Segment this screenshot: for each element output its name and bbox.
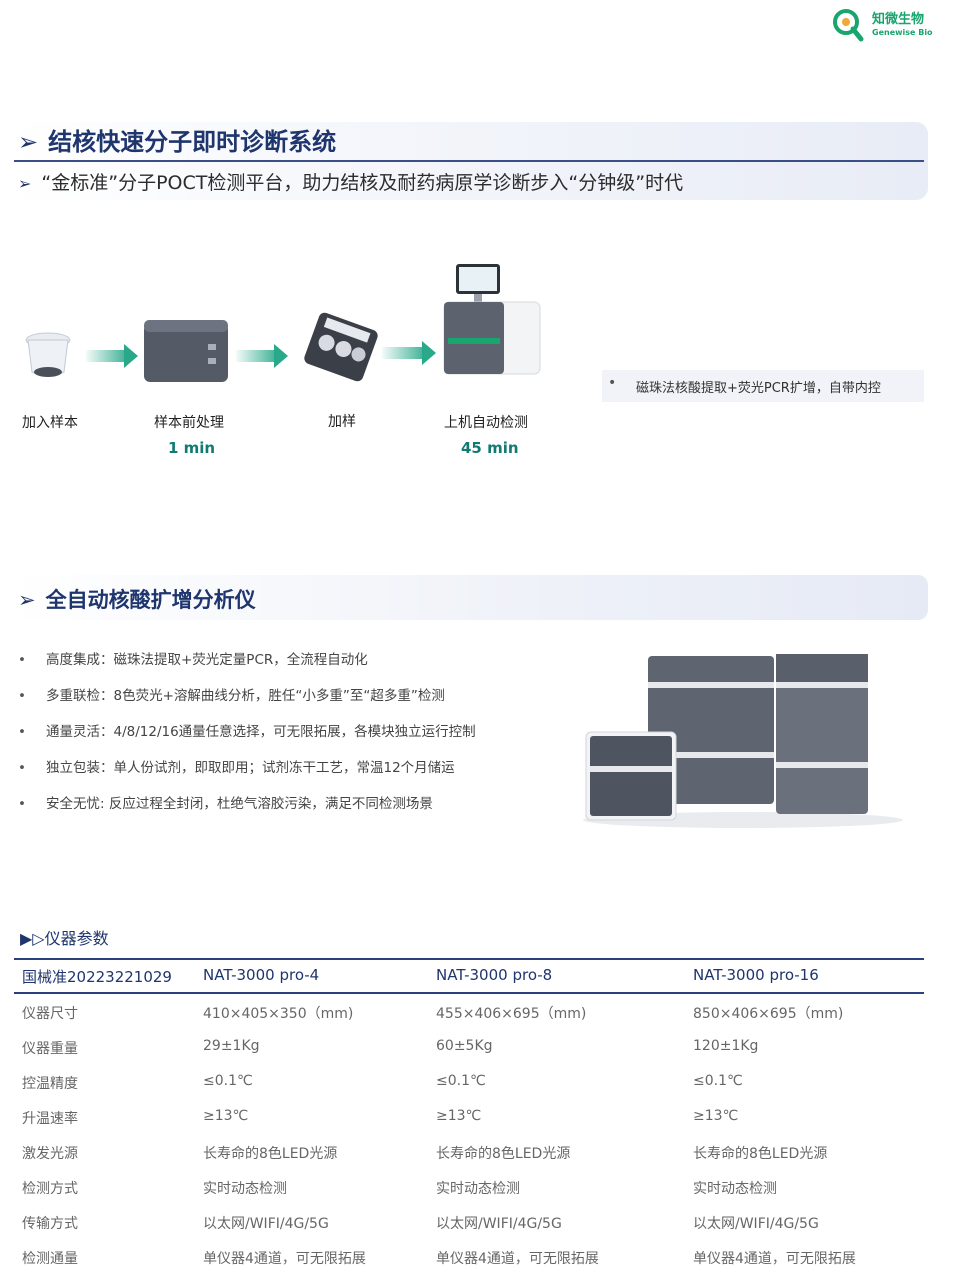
- logo-name-en: Genewise Bio: [872, 28, 933, 37]
- table-header-cell: NAT-3000 pro-8: [436, 966, 553, 984]
- flow-step-4-time: 45 min: [461, 439, 519, 457]
- table-header-rule: [14, 992, 924, 994]
- table-cell: ≤0.1℃: [203, 1073, 253, 1089]
- section1-title: ➢ 结核快速分子即时诊断系统: [18, 122, 336, 157]
- flow-step-2-time: 1 min: [168, 439, 216, 457]
- table-cell: ≥13℃: [693, 1108, 739, 1124]
- table-header-cell: NAT-3000 pro-4: [203, 966, 320, 984]
- table-cell: 60±5Kg: [436, 1038, 493, 1054]
- table-cell: 单仪器4通道，可无限拓展: [436, 1251, 599, 1267]
- table-cell: 850×406×695（mm): [693, 1006, 844, 1022]
- table-cell: 单仪器4通道，可无限拓展: [693, 1251, 856, 1267]
- flow-step-2-label: 样本前处理: [154, 415, 224, 431]
- bullet-dot-icon: •: [18, 760, 26, 776]
- table-row-label: 控温精度: [22, 1076, 78, 1092]
- arrow-bullet-icon: ➢: [18, 588, 36, 612]
- analyzer-device-image: [443, 264, 541, 375]
- table-row-label: 升温速率: [22, 1111, 78, 1127]
- section1-title-text: 结核快速分子即时诊断系统: [48, 128, 337, 156]
- table-row-label: 传输方式: [22, 1216, 78, 1232]
- table-cell: ≤0.1℃: [693, 1073, 743, 1089]
- table-row-label: 检测方式: [22, 1181, 78, 1197]
- table-cell: 455×406×695（mm): [436, 1006, 587, 1022]
- feature-text: 通量灵活：4/8/12/16通量任意选择，可无限拓展，各模块独立运行控制: [46, 724, 476, 740]
- table-row-label: 检测通量: [22, 1251, 78, 1267]
- section2-title: ➢ 全自动核酸扩增分析仪: [18, 584, 256, 614]
- bullet-dot-icon: •: [18, 724, 26, 740]
- bullet-dot-icon: •: [18, 652, 26, 668]
- flow-step-4-label: 上机自动检测: [444, 415, 528, 431]
- feature-item: • 安全无忧: 反应过程全封闭，杜绝气溶胶污染，满足不同检测场景: [18, 792, 433, 812]
- table-row-label: 仪器尺寸: [22, 1006, 78, 1022]
- table-cell: ≥13℃: [203, 1108, 249, 1124]
- table-cell: 410×405×350（mm): [203, 1006, 354, 1022]
- table-cell: 29±1Kg: [203, 1038, 260, 1054]
- table-cell: 长寿命的8色LED光源: [436, 1146, 571, 1162]
- table-row-label: 激发光源: [22, 1146, 78, 1162]
- feature-item: • 独立包装：单人份试剂，即取即用；试剂冻干工艺，常温12个月储运: [18, 756, 455, 776]
- table-cell: 以太网/WIFI/4G/5G: [203, 1216, 329, 1232]
- table-cell: 实时动态检测: [693, 1181, 777, 1197]
- flow-arrow-3: [382, 347, 424, 359]
- feature-item: • 多重联检：8色荧光+溶解曲线分析，胜任“小多重”至“超多重”检测: [18, 684, 445, 704]
- table-cell: ≥13℃: [436, 1108, 482, 1124]
- flow-arrow-2: [236, 350, 276, 362]
- feature-text: 独立包装：单人份试剂，即取即用；试剂冻干工艺，常温12个月储运: [46, 760, 455, 776]
- section2-title-text: 全自动核酸扩增分析仪: [45, 588, 256, 612]
- sample-tube-image: [25, 332, 71, 377]
- bullet-dot-icon: •: [608, 375, 617, 391]
- table-cell: 长寿命的8色LED光源: [693, 1146, 828, 1162]
- table-cell: ≤0.1℃: [436, 1073, 486, 1089]
- logo-name-cn: 知微生物: [872, 12, 925, 27]
- table-cell: 以太网/WIFI/4G/5G: [693, 1216, 819, 1232]
- table-cell: 120±1Kg: [693, 1038, 759, 1054]
- table-header-cell: NAT-3000 pro-16: [693, 966, 819, 984]
- table-top-rule: [14, 958, 924, 960]
- instruments-image: [583, 654, 903, 828]
- company-logo: 知微生物 Genewise Bio: [828, 4, 958, 44]
- flow-arrow-1: [86, 350, 126, 362]
- arrow-right-icon: [422, 341, 436, 365]
- section1-subtitle-text: “金标准”分子POCT检测平台，助力结核及耐药病原学诊断步入“分钟级”时代: [41, 172, 684, 194]
- feature-text: 安全无忧: 反应过程全封闭，杜绝气溶胶污染，满足不同检测场景: [46, 796, 433, 812]
- table-cell: 实时动态检测: [203, 1181, 287, 1197]
- section1-subtitle: ➢ “金标准”分子POCT检测平台，助力结核及耐药病原学诊断步入“分钟级”时代: [18, 168, 683, 195]
- arrow-bullet-icon: ➢: [18, 128, 39, 156]
- arrow-right-icon: [124, 344, 138, 368]
- section2-header-bg: [10, 575, 928, 620]
- flow-step-3-label: 加样: [328, 414, 356, 430]
- workflow-note-text: 磁珠法核酸提取+荧光PCR扩增，自带内控: [636, 381, 881, 396]
- bullet-dot-icon: •: [18, 796, 26, 812]
- params-title: ▶▷仪器参数: [20, 929, 109, 948]
- logo-mark-icon: [833, 9, 864, 42]
- arrow-right-icon: [274, 344, 288, 368]
- table-row-label: 仪器重量: [22, 1041, 78, 1057]
- feature-text: 多重联检：8色荧光+溶解曲线分析，胜任“小多重”至“超多重”检测: [46, 688, 445, 704]
- table-cell: 长寿命的8色LED光源: [203, 1146, 338, 1162]
- table-cell: 实时动态检测: [436, 1181, 520, 1197]
- workflow-note: • 磁珠法核酸提取+荧光PCR扩增，自带内控: [602, 370, 924, 402]
- table-cell: 单仪器4通道，可无限拓展: [203, 1251, 366, 1267]
- section1-divider: [14, 160, 924, 162]
- bullet-dot-icon: •: [18, 688, 26, 704]
- reagent-cartridge-image: [304, 312, 378, 382]
- feature-item: • 通量灵活：4/8/12/16通量任意选择，可无限拓展，各模块独立运行控制: [18, 720, 476, 740]
- table-cell: 以太网/WIFI/4G/5G: [436, 1216, 562, 1232]
- feature-text: 高度集成：磁珠法提取+荧光定量PCR，全流程自动化: [46, 652, 368, 668]
- flow-step-1-label: 加入样本: [22, 415, 78, 431]
- pretreatment-device-image: [144, 320, 228, 382]
- feature-item: • 高度集成：磁珠法提取+荧光定量PCR，全流程自动化: [18, 648, 368, 668]
- arrow-bullet-icon: ➢: [18, 174, 32, 193]
- table-header-cell: 国械准20223221029: [22, 968, 172, 986]
